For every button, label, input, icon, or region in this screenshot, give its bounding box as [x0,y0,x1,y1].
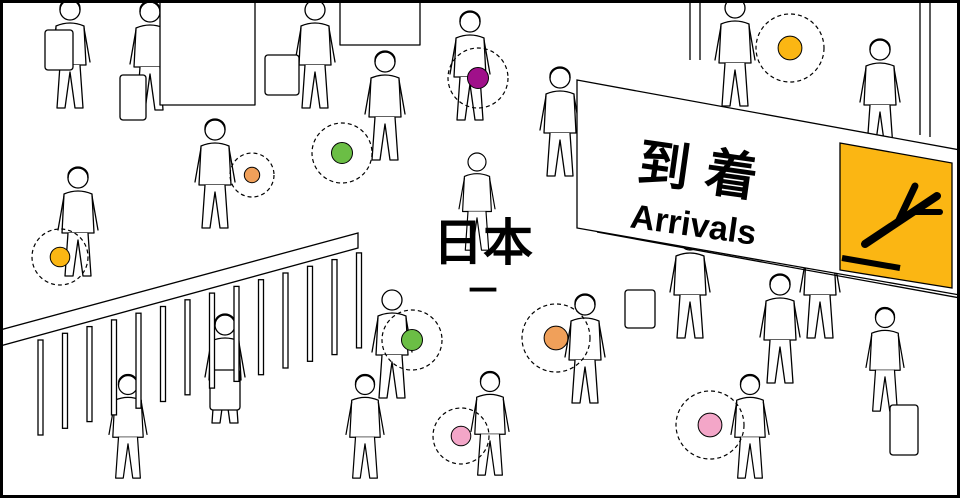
railing-post [159,305,167,403]
traveler [194,118,236,229]
railing-post [86,325,93,423]
item-bubble [447,47,509,109]
traveler [859,38,901,149]
railing-post [355,252,363,349]
railing-posts [37,252,363,436]
platform-edge [3,232,359,346]
railing-post [257,279,265,376]
suitcase [44,29,74,71]
railing [3,232,363,436]
counter [339,3,421,46]
item-bubble [432,407,490,465]
arrivals-sign: 到着 Arrivals [576,3,957,299]
traveler [294,3,336,109]
item-bubble [675,390,745,460]
railing-post [37,339,44,436]
item-bubble [311,122,373,184]
traveler [449,10,491,121]
traveler [470,370,510,476]
title-dash: — [468,271,498,306]
item-bubbles [31,13,825,465]
traveler [539,66,581,177]
traveler [730,373,770,479]
railing-post [61,332,69,429]
railing-post [110,319,118,416]
railing-post [331,258,338,356]
item-bubble [31,228,89,286]
item-bubble [521,303,591,373]
item-bubble [381,309,443,371]
traveler [865,306,905,412]
railing-post [282,272,289,369]
railing-post [135,312,142,409]
railing-post [233,285,240,383]
suitcase [119,74,147,121]
railing-post [208,292,216,389]
plane-landing-icon [839,142,953,289]
traveler [345,373,385,479]
traveler [364,50,406,161]
suitcase [624,289,656,329]
suitcase [209,369,241,411]
railing-post [306,265,314,362]
traveler [371,289,413,399]
item-bubble [229,152,275,198]
title-japan: 日本 [433,214,533,272]
railing-post [184,299,191,396]
traveler [564,293,606,404]
item-bubble [755,13,825,83]
traveler [759,273,801,384]
suitcase [889,404,919,456]
counter [159,3,256,106]
suitcase [264,54,300,96]
airport-scene: 日本 — 到着 Arrivals [3,3,957,479]
traveler [458,152,496,251]
traveler [714,3,756,107]
